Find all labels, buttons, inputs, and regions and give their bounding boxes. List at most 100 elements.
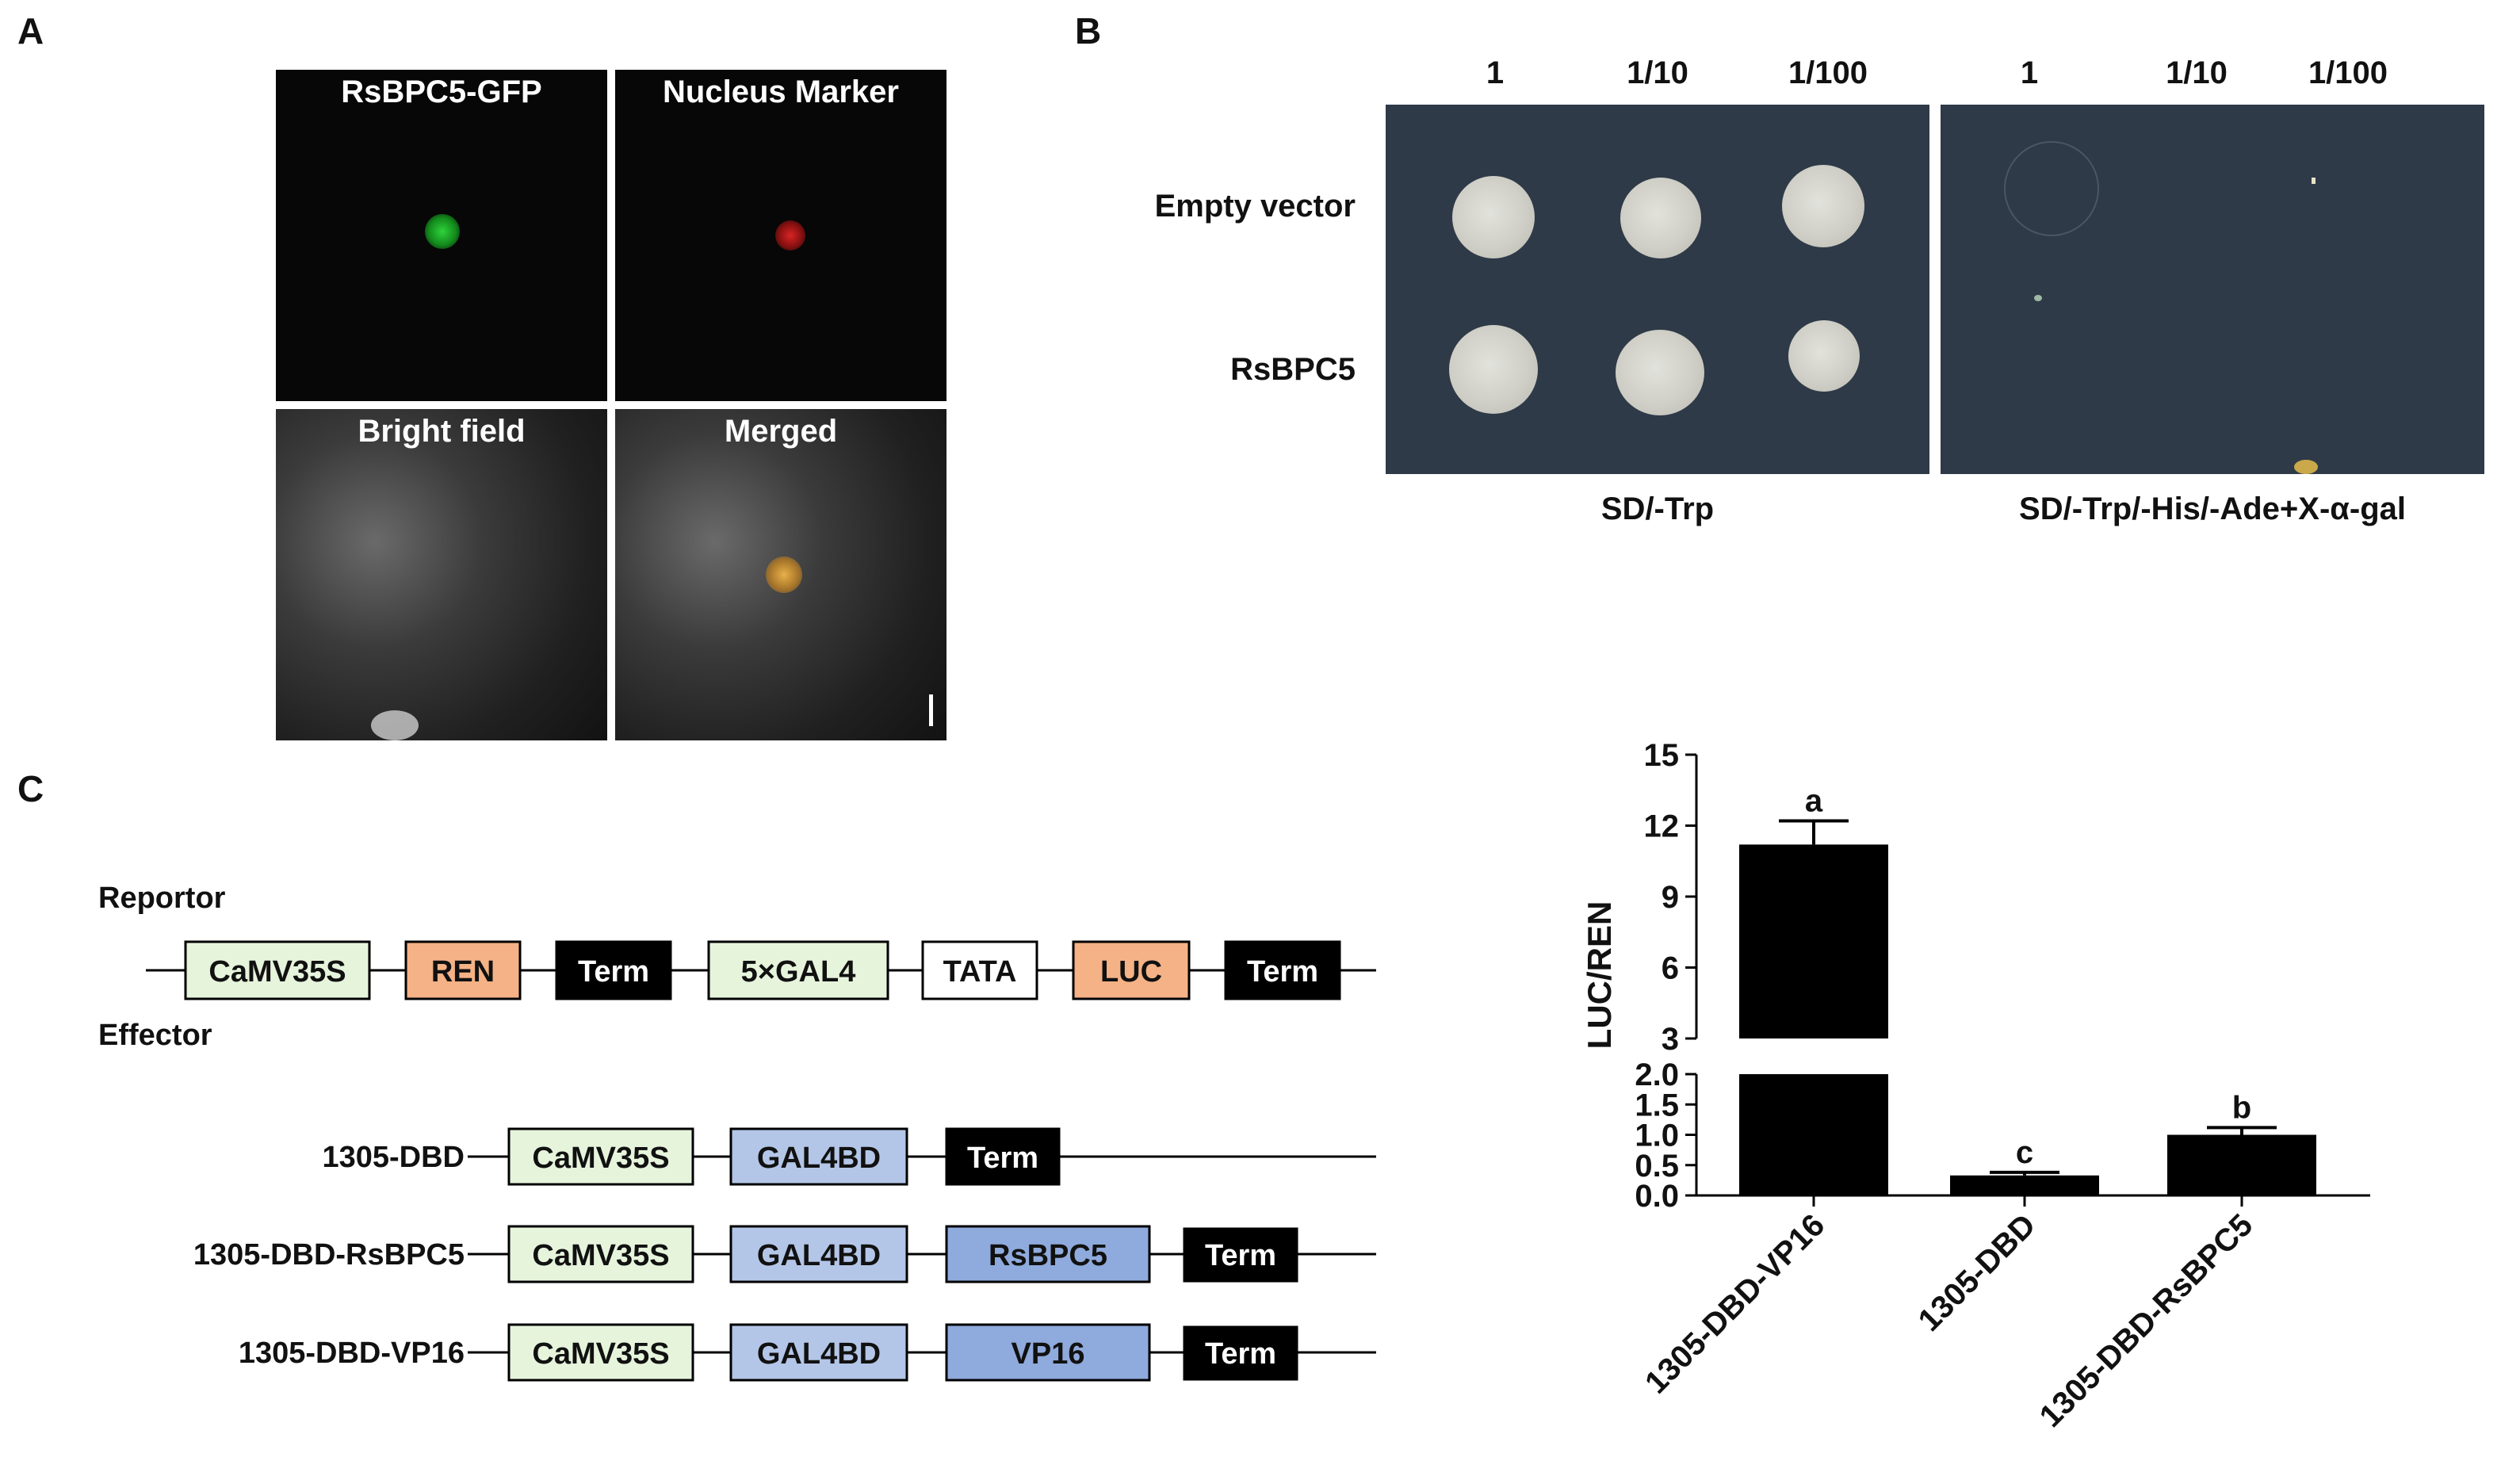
plate-label-sd-trp: SD/-Trp (1600, 491, 1715, 526)
red-nucleus-signal (775, 220, 805, 251)
plate-label-sd-trp-his-ade: SD/-Trp/-His/-Ade+X-α-gal (2019, 491, 2406, 526)
effector-label: Effector (98, 1019, 212, 1052)
significance-label-1: c (2016, 1135, 2033, 1170)
bar-upper-0 (1739, 844, 1888, 1038)
svg-text:Term: Term (578, 955, 649, 989)
merged-nucleus-signal (766, 556, 802, 593)
speck-2 (2312, 178, 2316, 184)
effector-1-box-term: Term (945, 1127, 1061, 1186)
micrograph-title-merged: Merged (724, 414, 838, 449)
svg-text:Term: Term (1205, 1337, 1276, 1371)
colony-rs-2 (1616, 330, 1704, 415)
micrograph-gfp: RsBPC5-GFP (276, 70, 607, 401)
bar-2 (2167, 1134, 2316, 1195)
svg-text:Term: Term (967, 1142, 1038, 1175)
x-tick-label-2: 1305-DBD-RsBPC5 (2033, 1207, 2260, 1434)
svg-text:LUC: LUC (1100, 955, 1162, 989)
row-label-rsbpc5: RsBPC5 (1230, 352, 1356, 387)
svg-text:Term: Term (1247, 955, 1318, 989)
micrograph-title-bright: Bright field (358, 414, 526, 449)
svg-text:GAL4BD: GAL4BD (757, 1337, 881, 1371)
effector-name-1305-dbd-rsbpc5: 1305-DBD-RsBPC5 (193, 1238, 465, 1272)
effector-1-box-camv35s: CaMV35S (507, 1127, 694, 1186)
svg-text:CaMV35S: CaMV35S (532, 1337, 669, 1371)
bar-lower-0 (1739, 1074, 1888, 1195)
bar-1 (1950, 1175, 2099, 1195)
svg-text:RsBPC5: RsBPC5 (989, 1239, 1107, 1272)
colony-rs-3 (1788, 320, 1860, 392)
dilution-right-2: 1/10 (2166, 55, 2228, 90)
micrograph-nucleus-marker: Nucleus Marker (615, 70, 946, 401)
svg-text:Term: Term (1205, 1239, 1276, 1272)
dilution-left-1: 1 (1486, 55, 1505, 90)
effector-3-box-camv35s: CaMV35S (507, 1323, 694, 1382)
effector-2-box-gal4bd: GAL4BD (729, 1225, 908, 1283)
effector-name-1305-dbd-vp16: 1305-DBD-VP16 (239, 1337, 465, 1370)
construct-diagrams: Reportor Effector CaMV35S REN Term 5×GAL… (98, 882, 1376, 1382)
svg-text:GAL4BD: GAL4BD (757, 1239, 881, 1272)
reportor-box-camv35s: CaMV35S (184, 940, 371, 1000)
y-axis-label: LUC/REN (1581, 901, 1618, 1050)
row-label-empty-vector: Empty vector (1154, 189, 1356, 224)
luc-ren-bar-chart: 3 6 9 12 15 0.00.51.01.52.0 LUC/REN a 1305-DBD-V… (1581, 738, 2370, 1434)
colony-rs-1 (1449, 325, 1538, 414)
y-tick-label-upper: 12 (1644, 809, 1680, 844)
colony-ev-1 (1452, 176, 1535, 258)
effector-name-1305-dbd: 1305-DBD (322, 1141, 465, 1174)
dilution-left-3: 1/100 (1788, 55, 1868, 90)
effector-2-box-term: Term (1183, 1227, 1298, 1283)
micrograph-merged: Merged (615, 409, 946, 740)
x-tick-label-1: 1305-DBD (1912, 1207, 2043, 1338)
colony-ghost-1 (2004, 141, 2099, 236)
significance-label-2: b (2232, 1090, 2251, 1125)
dilution-right-1: 1 (2020, 55, 2039, 90)
svg-text:CaMV35S: CaMV35S (208, 955, 346, 989)
y-tick-label-upper: 9 (1662, 880, 1679, 915)
svg-text:CaMV35S: CaMV35S (532, 1239, 669, 1272)
reportor-box-tata: TATA (921, 940, 1038, 1000)
effector-2-box-camv35s: CaMV35S (507, 1225, 694, 1283)
effector-3-box-vp16: VP16 (945, 1323, 1151, 1382)
y-tick-label-lower: 1.5 (1635, 1088, 1679, 1123)
svg-text:GAL4BD: GAL4BD (757, 1142, 881, 1175)
effector-1-box-gal4bd: GAL4BD (729, 1127, 908, 1186)
reportor-box-term-1: Term (555, 940, 672, 1000)
y-tick-label-upper: 15 (1644, 738, 1680, 773)
y-tick-label-lower: 1.0 (1635, 1119, 1679, 1153)
plate-sd-trp (1386, 105, 1929, 474)
y-tick-label-lower: 2.0 (1635, 1058, 1679, 1092)
effector-3-box-gal4bd: GAL4BD (729, 1323, 908, 1382)
y-tick-label-upper: 3 (1662, 1022, 1679, 1057)
y-tick-label-upper: 6 (1662, 951, 1679, 986)
colony-ev-2 (1620, 178, 1701, 258)
micrograph-title-marker: Nucleus Marker (663, 75, 899, 109)
effector-2-box-rsbpc5: RsBPC5 (945, 1225, 1151, 1283)
reportor-box-5xgal4: 5×GAL4 (707, 940, 889, 1000)
panel-label-b: B (1075, 10, 1102, 52)
speck-3 (2294, 460, 2318, 474)
speck-1 (2034, 295, 2042, 301)
gfp-nucleus-signal (425, 214, 460, 249)
scale-bar (929, 694, 933, 726)
svg-text:REN: REN (431, 955, 495, 989)
effector-3-box-term: Term (1183, 1325, 1298, 1381)
reportor-box-term-2: Term (1224, 940, 1341, 1000)
reportor-label: Reportor (98, 882, 226, 915)
bright-spot (371, 710, 419, 740)
y-tick-label-lower: 0.0 (1635, 1179, 1679, 1214)
reportor-box-ren: REN (404, 940, 522, 1000)
svg-text:5×GAL4: 5×GAL4 (741, 955, 856, 989)
micrograph-title-gfp: RsBPC5-GFP (341, 75, 542, 109)
dilution-left-2: 1/10 (1627, 55, 1688, 90)
y-tick-label-lower: 0.5 (1635, 1149, 1679, 1184)
svg-text:VP16: VP16 (1011, 1337, 1085, 1371)
dilution-right-3: 1/100 (2308, 55, 2388, 90)
reportor-box-luc: LUC (1072, 940, 1191, 1000)
plate-sd-trp-his-ade (1941, 105, 2484, 474)
panel-label-a: A (17, 10, 44, 52)
significance-label-0: a (1805, 784, 1823, 819)
colony-ev-3 (1782, 165, 1864, 247)
panel-label-c: C (17, 768, 44, 809)
x-tick-label-0: 1305-DBD-VP16 (1639, 1207, 1831, 1400)
micrograph-bright-field: Bright field (276, 409, 607, 740)
